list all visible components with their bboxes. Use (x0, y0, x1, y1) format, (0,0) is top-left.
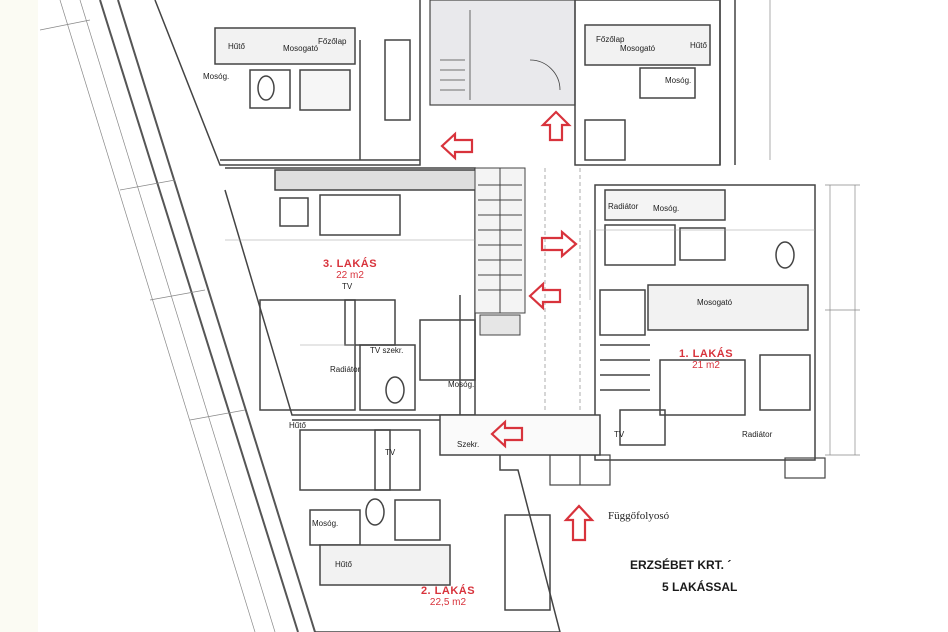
arrow-left-low (490, 419, 524, 449)
stove-label-top-left: Főzőlap (318, 37, 347, 46)
tv-label-apt3: TV (342, 282, 353, 291)
entrance-arrows (440, 110, 595, 542)
corridor-label: Függőfolyosó (608, 510, 670, 522)
building-subtitle: 5 LAKÁSSAL (662, 580, 738, 594)
stove-label-top-right: Főzőlap (596, 35, 625, 44)
stairwell-top (429, 0, 576, 106)
apartment-3-area: 22 m2 (336, 270, 364, 281)
fridge-label-apt2: Hűtő (335, 560, 352, 569)
apartment-2-area: 22,5 m2 (429, 597, 467, 608)
sink-label-apt1: Mosogató (697, 298, 733, 307)
arrow-up-top (540, 110, 572, 142)
arrow-left-top (440, 131, 474, 161)
fridge-label-top-left: Hűtő (228, 42, 245, 51)
sink-label-top-right: Mosogató (620, 44, 656, 53)
cabinet-label-apt2: Szekr. (457, 440, 480, 449)
arrow-left-mid (528, 281, 562, 311)
fridge-label-top-right: Hűtő (690, 41, 707, 50)
dimension-lines-left (39, 0, 276, 632)
apartment-1-label: 1. LAKÁS 21 m2 (656, 348, 756, 371)
apartment-3 (224, 167, 486, 416)
apartment-1-area: 21 m2 (692, 360, 720, 371)
building-title: ERZSÉBET KRT. ´ (630, 558, 732, 572)
apartment-top-right (574, 0, 736, 166)
washing-machine-label-apt2: Mosóg. (312, 519, 339, 528)
dimension-lines-right (769, 0, 860, 456)
tv-label-apt1: TV (614, 430, 625, 439)
washing-machine-label-top-right: Mosóg. (665, 76, 692, 85)
page-edge (0, 0, 38, 632)
radiator-label-apt1-living: Radiátor (742, 430, 773, 439)
apartment-1-name: 1. LAKÁS (678, 348, 734, 360)
tv-label-apt2: TV (385, 448, 396, 457)
tv-stand-label-apt3: TV szekr. (370, 346, 404, 355)
apartment-2-label: 2. LAKÁS 22,5 m2 (398, 585, 498, 608)
dimension-lines-interior (225, 229, 815, 346)
arrow-up-corridor (563, 504, 595, 542)
radiator-label-apt1: Radiátor (608, 202, 639, 211)
apartment-2-name: 2. LAKÁS (420, 585, 476, 597)
stairwell-middle (474, 167, 526, 336)
radiator-label-apt3: Radiátor (330, 365, 361, 374)
washing-machine-label-top-left: Mosóg. (203, 72, 230, 81)
apartment-top-left (154, 0, 421, 166)
outer-wall-left (99, 0, 316, 632)
apartment-1 (594, 184, 816, 461)
apartment-3-label: 3. LAKÁS 22 m2 (300, 258, 400, 281)
sink-label-top-left: Mosogató (283, 44, 319, 53)
apartment-3-name: 3. LAKÁS (322, 258, 378, 270)
apartment-2 (292, 414, 601, 632)
fridge-label-apt3: Hűtő (289, 421, 306, 430)
washing-machine-label-apt1: Mosóg. (653, 204, 680, 213)
washing-machine-label-apt3: Mosóg. (448, 380, 475, 389)
arrow-right-mid (540, 229, 578, 259)
